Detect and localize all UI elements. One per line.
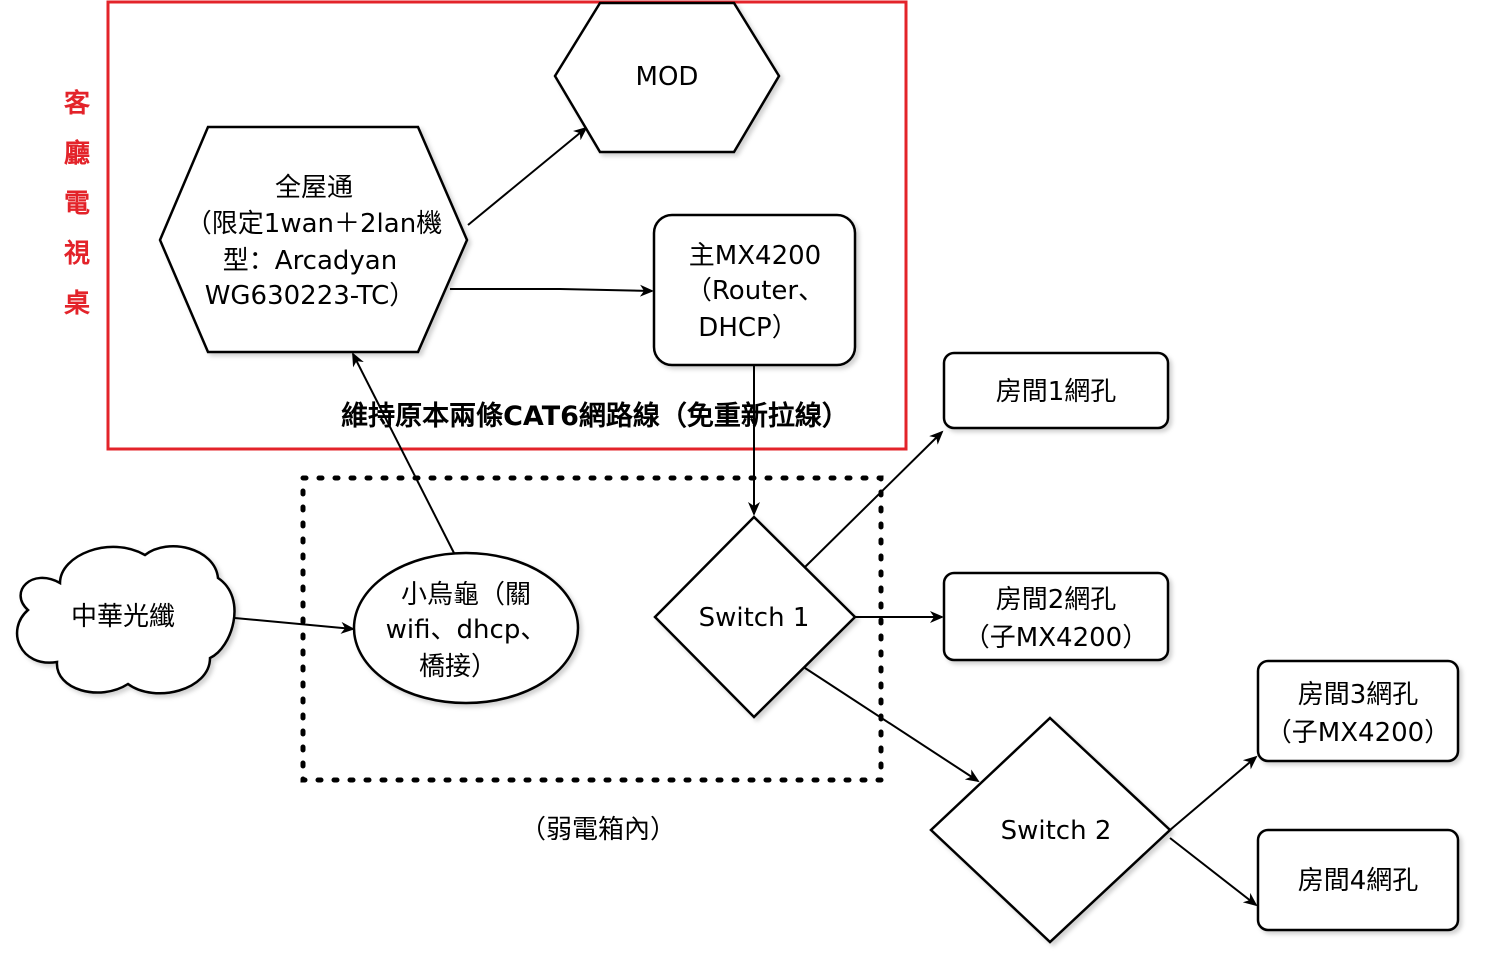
main-mx-label-line: DHCP） xyxy=(698,313,797,343)
edge-fiber-to-turtle xyxy=(212,615,355,634)
living-room-title: 客 廳 電 視 桌 xyxy=(64,88,91,319)
living-room-title-char: 客 xyxy=(64,88,91,119)
turtle-node xyxy=(352,551,580,705)
edge-whole-home-to-main-mx xyxy=(450,284,654,297)
turtle-label-line: wifi、dhcp、 xyxy=(386,615,547,645)
weak-box-caption: （弱電箱內） xyxy=(520,815,676,845)
edge-switch1-to-room1 xyxy=(804,430,944,568)
whole-home-label-line: 型：Arcadyan xyxy=(223,246,397,276)
room2-node xyxy=(942,571,1170,662)
living-room-zone xyxy=(106,0,908,451)
edge-switch2-to-room3 xyxy=(1169,755,1258,831)
switch1-node xyxy=(653,515,857,719)
living-room-title-char: 桌 xyxy=(64,289,90,319)
switch1-label: Switch 1 xyxy=(699,603,810,633)
room3-label-line: 房間3網孔 xyxy=(1298,680,1419,710)
living-room-title-char: 廳 xyxy=(64,138,90,169)
turtle-label-line: 小烏龜（關 xyxy=(401,580,531,610)
cht-fiber-cloud xyxy=(15,545,236,695)
switch2-label: Switch 2 xyxy=(1001,816,1112,846)
room1-node xyxy=(942,351,1170,430)
room4-label: 房間4網孔 xyxy=(1298,866,1419,896)
whole-home-label-line: （限定1wan＋2lan機 xyxy=(186,209,442,239)
whole-home-label-line: 全屋通 xyxy=(275,173,353,203)
main-mx-node xyxy=(652,213,857,367)
cht-fiber-label: 中華光纖 xyxy=(71,602,175,632)
room2-label-line: （子MX4200） xyxy=(964,623,1148,653)
weak-box-zone xyxy=(300,475,884,783)
room4-node xyxy=(1256,828,1460,932)
room2-label-line: 房間2網孔 xyxy=(996,585,1117,615)
edge-turtle-to-whole-home xyxy=(352,352,455,554)
room1-label: 房間1網孔 xyxy=(996,377,1117,407)
switch2-node xyxy=(929,716,1172,944)
whole-home-label-line: WG630223-TC） xyxy=(205,281,416,311)
edges xyxy=(212,126,1258,907)
mod-node xyxy=(553,1,781,154)
whole-home-node xyxy=(158,125,469,354)
living-room-title-char: 視 xyxy=(64,239,90,269)
mod-label: MOD xyxy=(636,62,699,92)
edge-switch1-to-switch2 xyxy=(804,667,980,783)
main-mx-label-line: 主MX4200 xyxy=(689,241,821,271)
living-room-title-char: 電 xyxy=(64,189,90,219)
room3-label-line: （子MX4200） xyxy=(1266,718,1450,748)
main-mx-label-line: （Router、 xyxy=(686,276,824,306)
turtle-label-line: 橋接） xyxy=(419,652,497,682)
room3-node xyxy=(1256,659,1460,763)
cable-note: 維持原本兩條CAT6網路線（免重新拉線） xyxy=(341,400,849,432)
edge-whole-home-to-mod xyxy=(467,126,588,226)
edge-switch2-to-room4 xyxy=(1169,837,1258,907)
